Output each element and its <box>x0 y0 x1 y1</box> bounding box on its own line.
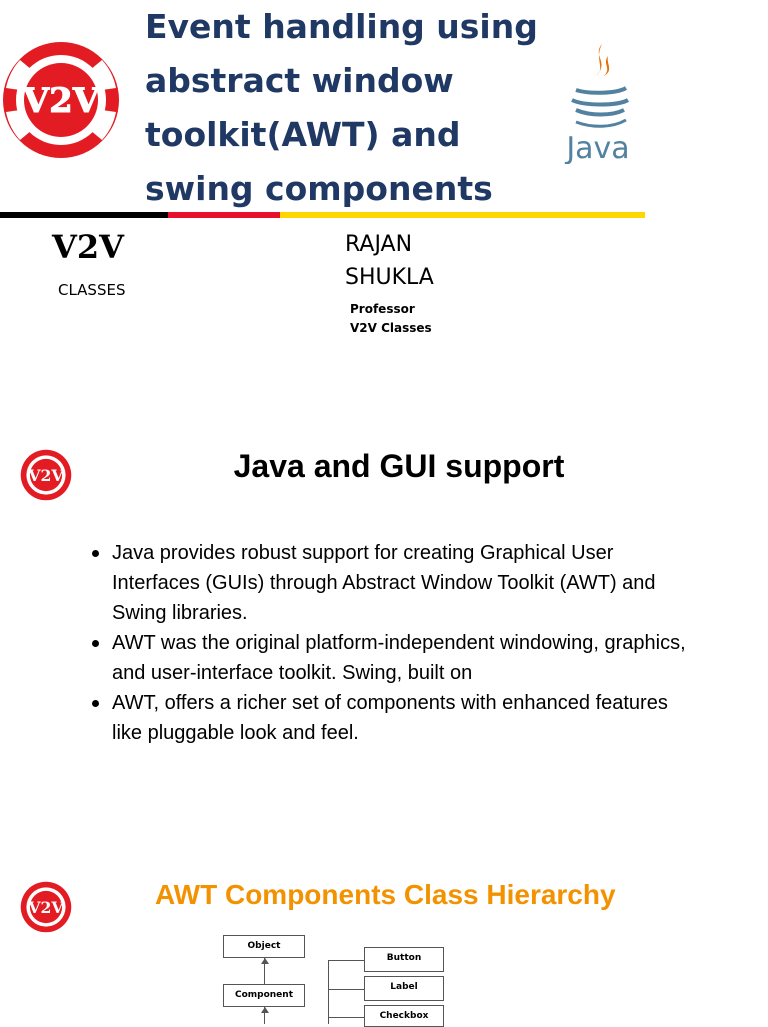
arrow-connector <box>264 958 265 984</box>
arrow-head-icon <box>261 1007 269 1013</box>
tree-connector <box>328 989 364 990</box>
v2v-logo-small: V2V <box>20 881 72 933</box>
svg-text:V2V: V2V <box>27 898 64 917</box>
bullet-dot-icon <box>92 550 99 557</box>
tree-connector <box>328 1017 364 1018</box>
svg-text:V2V: V2V <box>22 81 100 121</box>
bullet-item: Java provides robust support for creatin… <box>92 538 692 628</box>
author-org: V2V Classes <box>350 321 432 335</box>
org-subtitle: CLASSES <box>58 281 126 299</box>
author-role: Professor V2V Classes <box>350 300 432 338</box>
author-name: RAJAN SHUKLA <box>345 232 434 290</box>
uml-box-object: Object <box>223 935 305 958</box>
divider-yellow <box>280 212 645 218</box>
v2v-logo: V2V <box>3 42 119 158</box>
bullet-list: Java provides robust support for creatin… <box>92 538 692 748</box>
org-name: V2V <box>52 228 124 266</box>
arrow-connector <box>264 1007 265 1024</box>
slide-title: Event handling using abstract window too… <box>145 7 538 208</box>
uml-box-button: Button <box>364 947 444 972</box>
uml-box-component: Component <box>223 984 305 1007</box>
slide-heading: AWT Components Class Hierarchy <box>155 879 616 910</box>
divider-black <box>0 212 168 218</box>
tree-connector <box>328 960 364 961</box>
arrow-head-icon <box>261 958 269 964</box>
svg-text:V2V: V2V <box>27 466 64 485</box>
java-logo: Java <box>564 44 630 164</box>
v2v-logo-small: V2V <box>20 449 72 501</box>
bullet-dot-icon <box>92 640 99 647</box>
svg-text:Java: Java <box>564 131 629 164</box>
slide-heading: Java and GUI support <box>233 448 565 484</box>
author-title: Professor <box>350 302 415 316</box>
divider-red <box>168 212 280 218</box>
bullet-item: AWT, offers a richer set of components w… <box>92 688 692 748</box>
uml-box-label: Label <box>364 976 444 1001</box>
bullet-item: AWT was the original platform-independen… <box>92 628 692 688</box>
bullet-dot-icon <box>92 700 99 707</box>
tree-connector <box>328 960 329 1024</box>
